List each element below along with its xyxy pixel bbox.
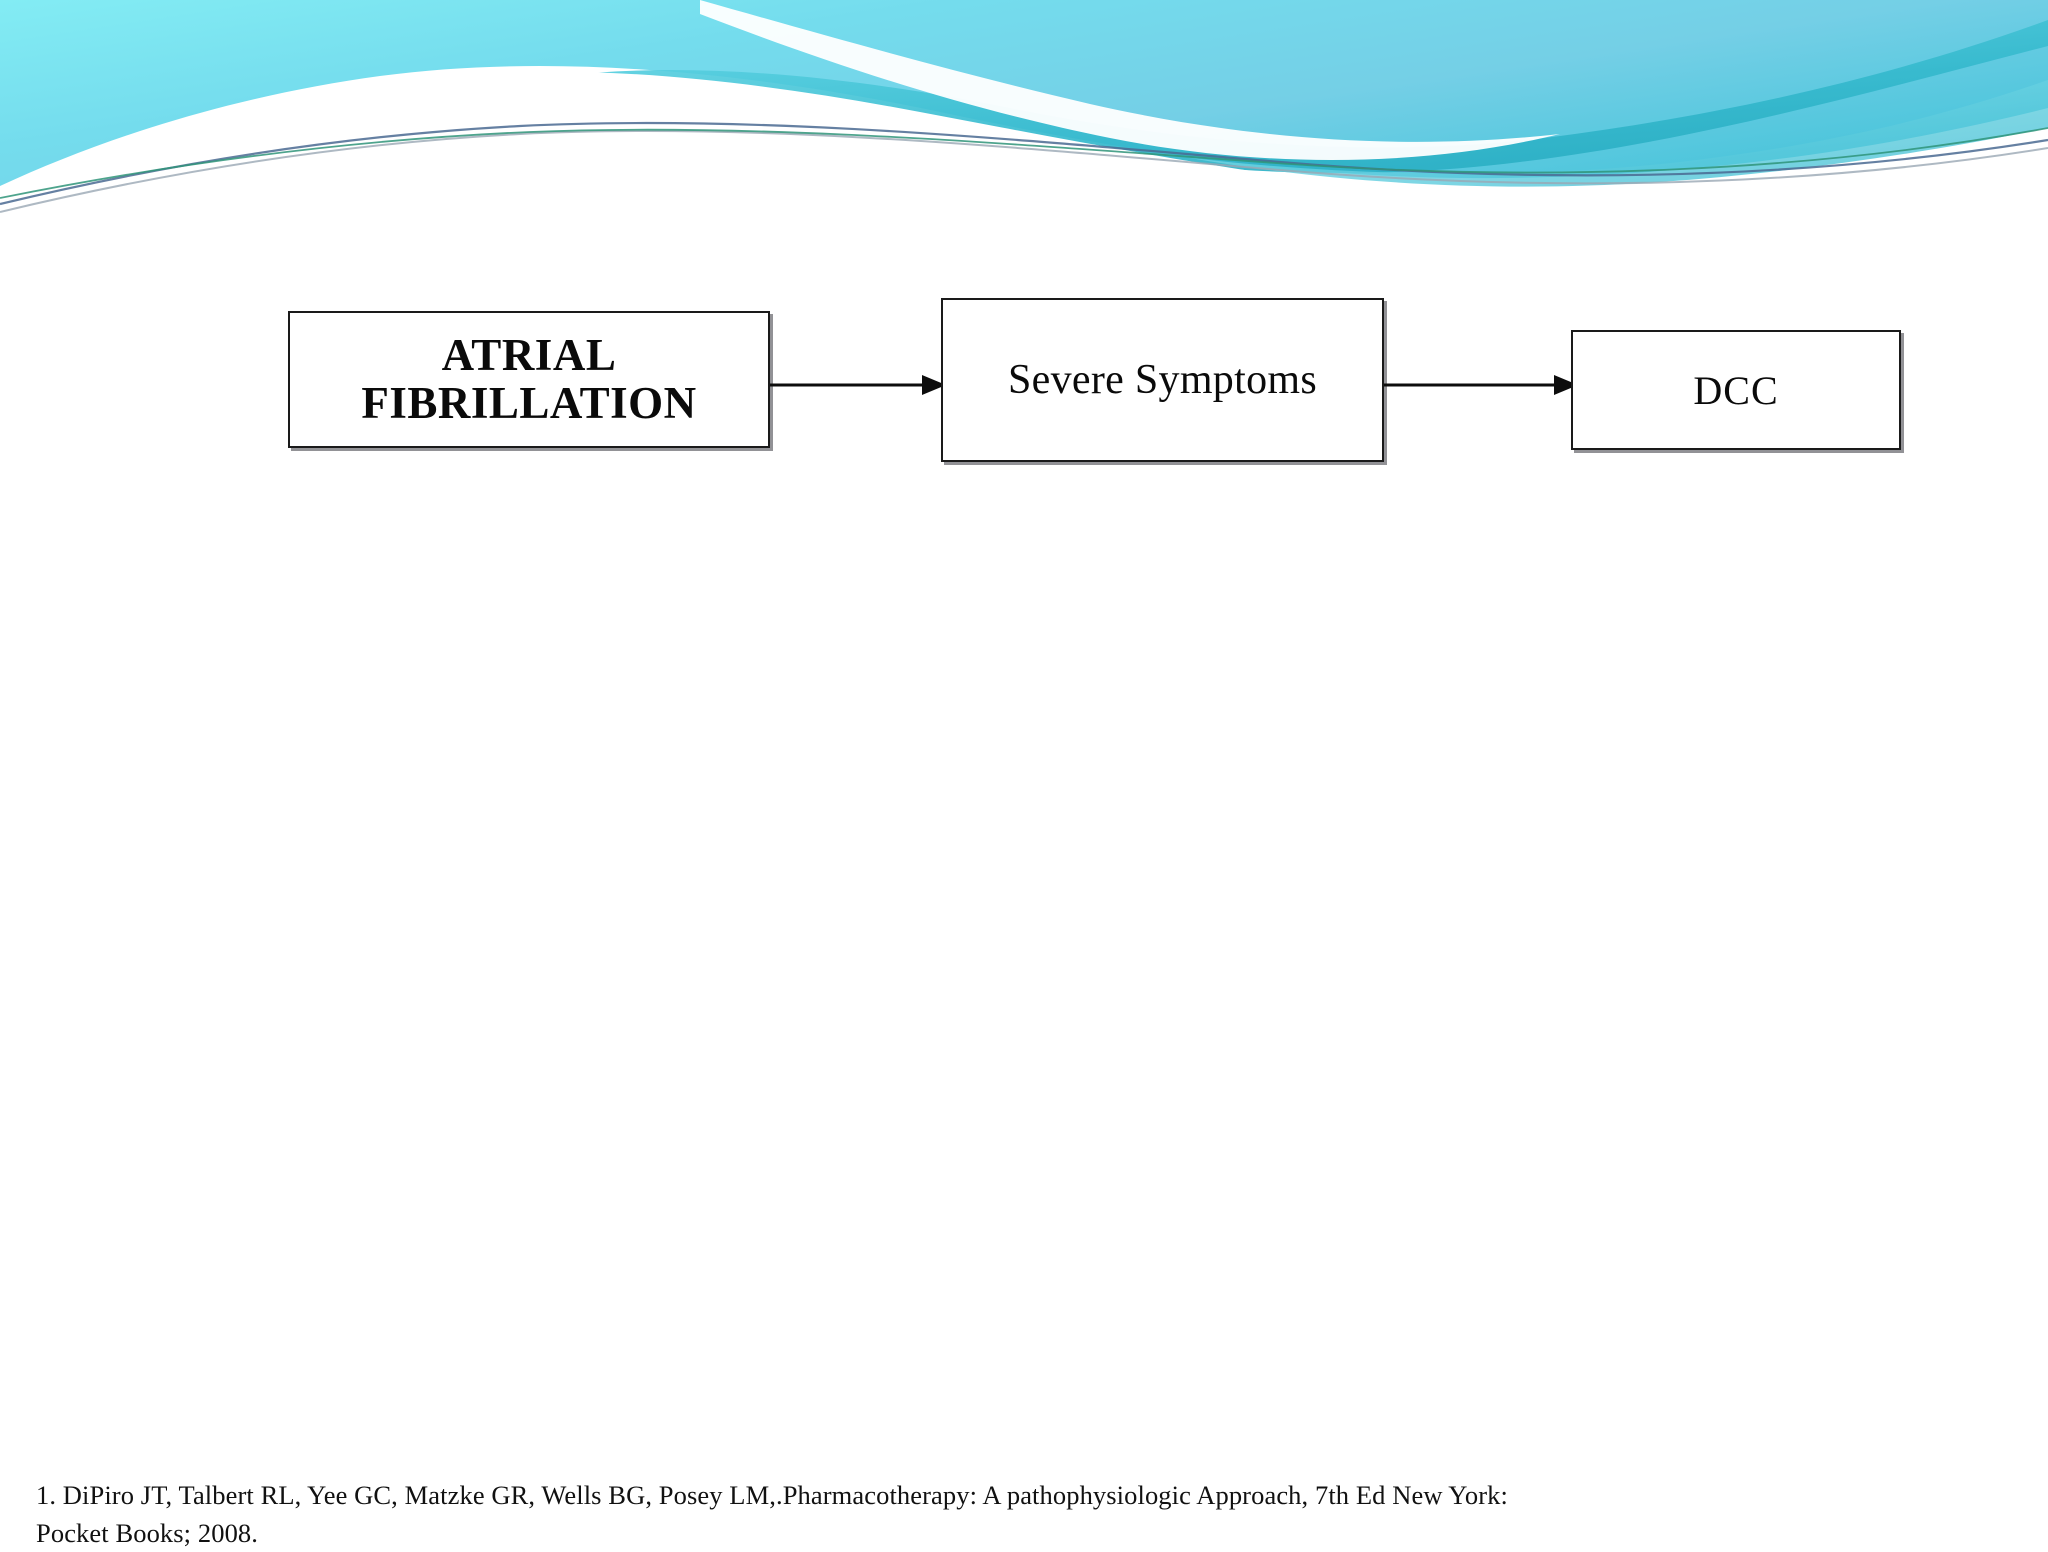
flow-node-label: DCC xyxy=(1693,367,1779,413)
banner-navy-line xyxy=(0,121,2048,206)
flow-node-severe-symptoms: Severe Symptoms xyxy=(941,298,1384,462)
flow-node-atrial-fibrillation: ATRIAL FIBRILLATION xyxy=(288,311,770,448)
banner-teal-ribbon-secondary xyxy=(1190,80,2048,187)
banner-grey-line xyxy=(0,129,2048,213)
banner-green-line xyxy=(0,127,2048,199)
flow-arrow-af-to-symptoms xyxy=(770,375,946,395)
flow-arrow-symptoms-to-dcc xyxy=(1384,375,1578,395)
flow-node-dcc: DCC xyxy=(1571,330,1901,450)
citation-text: 1. DiPiro JT, Talbert RL, Yee GC, Matzke… xyxy=(36,1480,1508,1548)
banner-white-swoosh xyxy=(0,71,2048,230)
banner-cyan-shape xyxy=(0,0,2048,186)
banner-teal-ribbon xyxy=(560,20,2048,173)
banner-white-sliver xyxy=(700,0,1560,161)
flow-node-label: ATRIAL FIBRILLATION xyxy=(361,329,697,428)
decorative-wave-banner xyxy=(0,0,2048,230)
flow-node-label: Severe Symptoms xyxy=(1008,357,1317,403)
